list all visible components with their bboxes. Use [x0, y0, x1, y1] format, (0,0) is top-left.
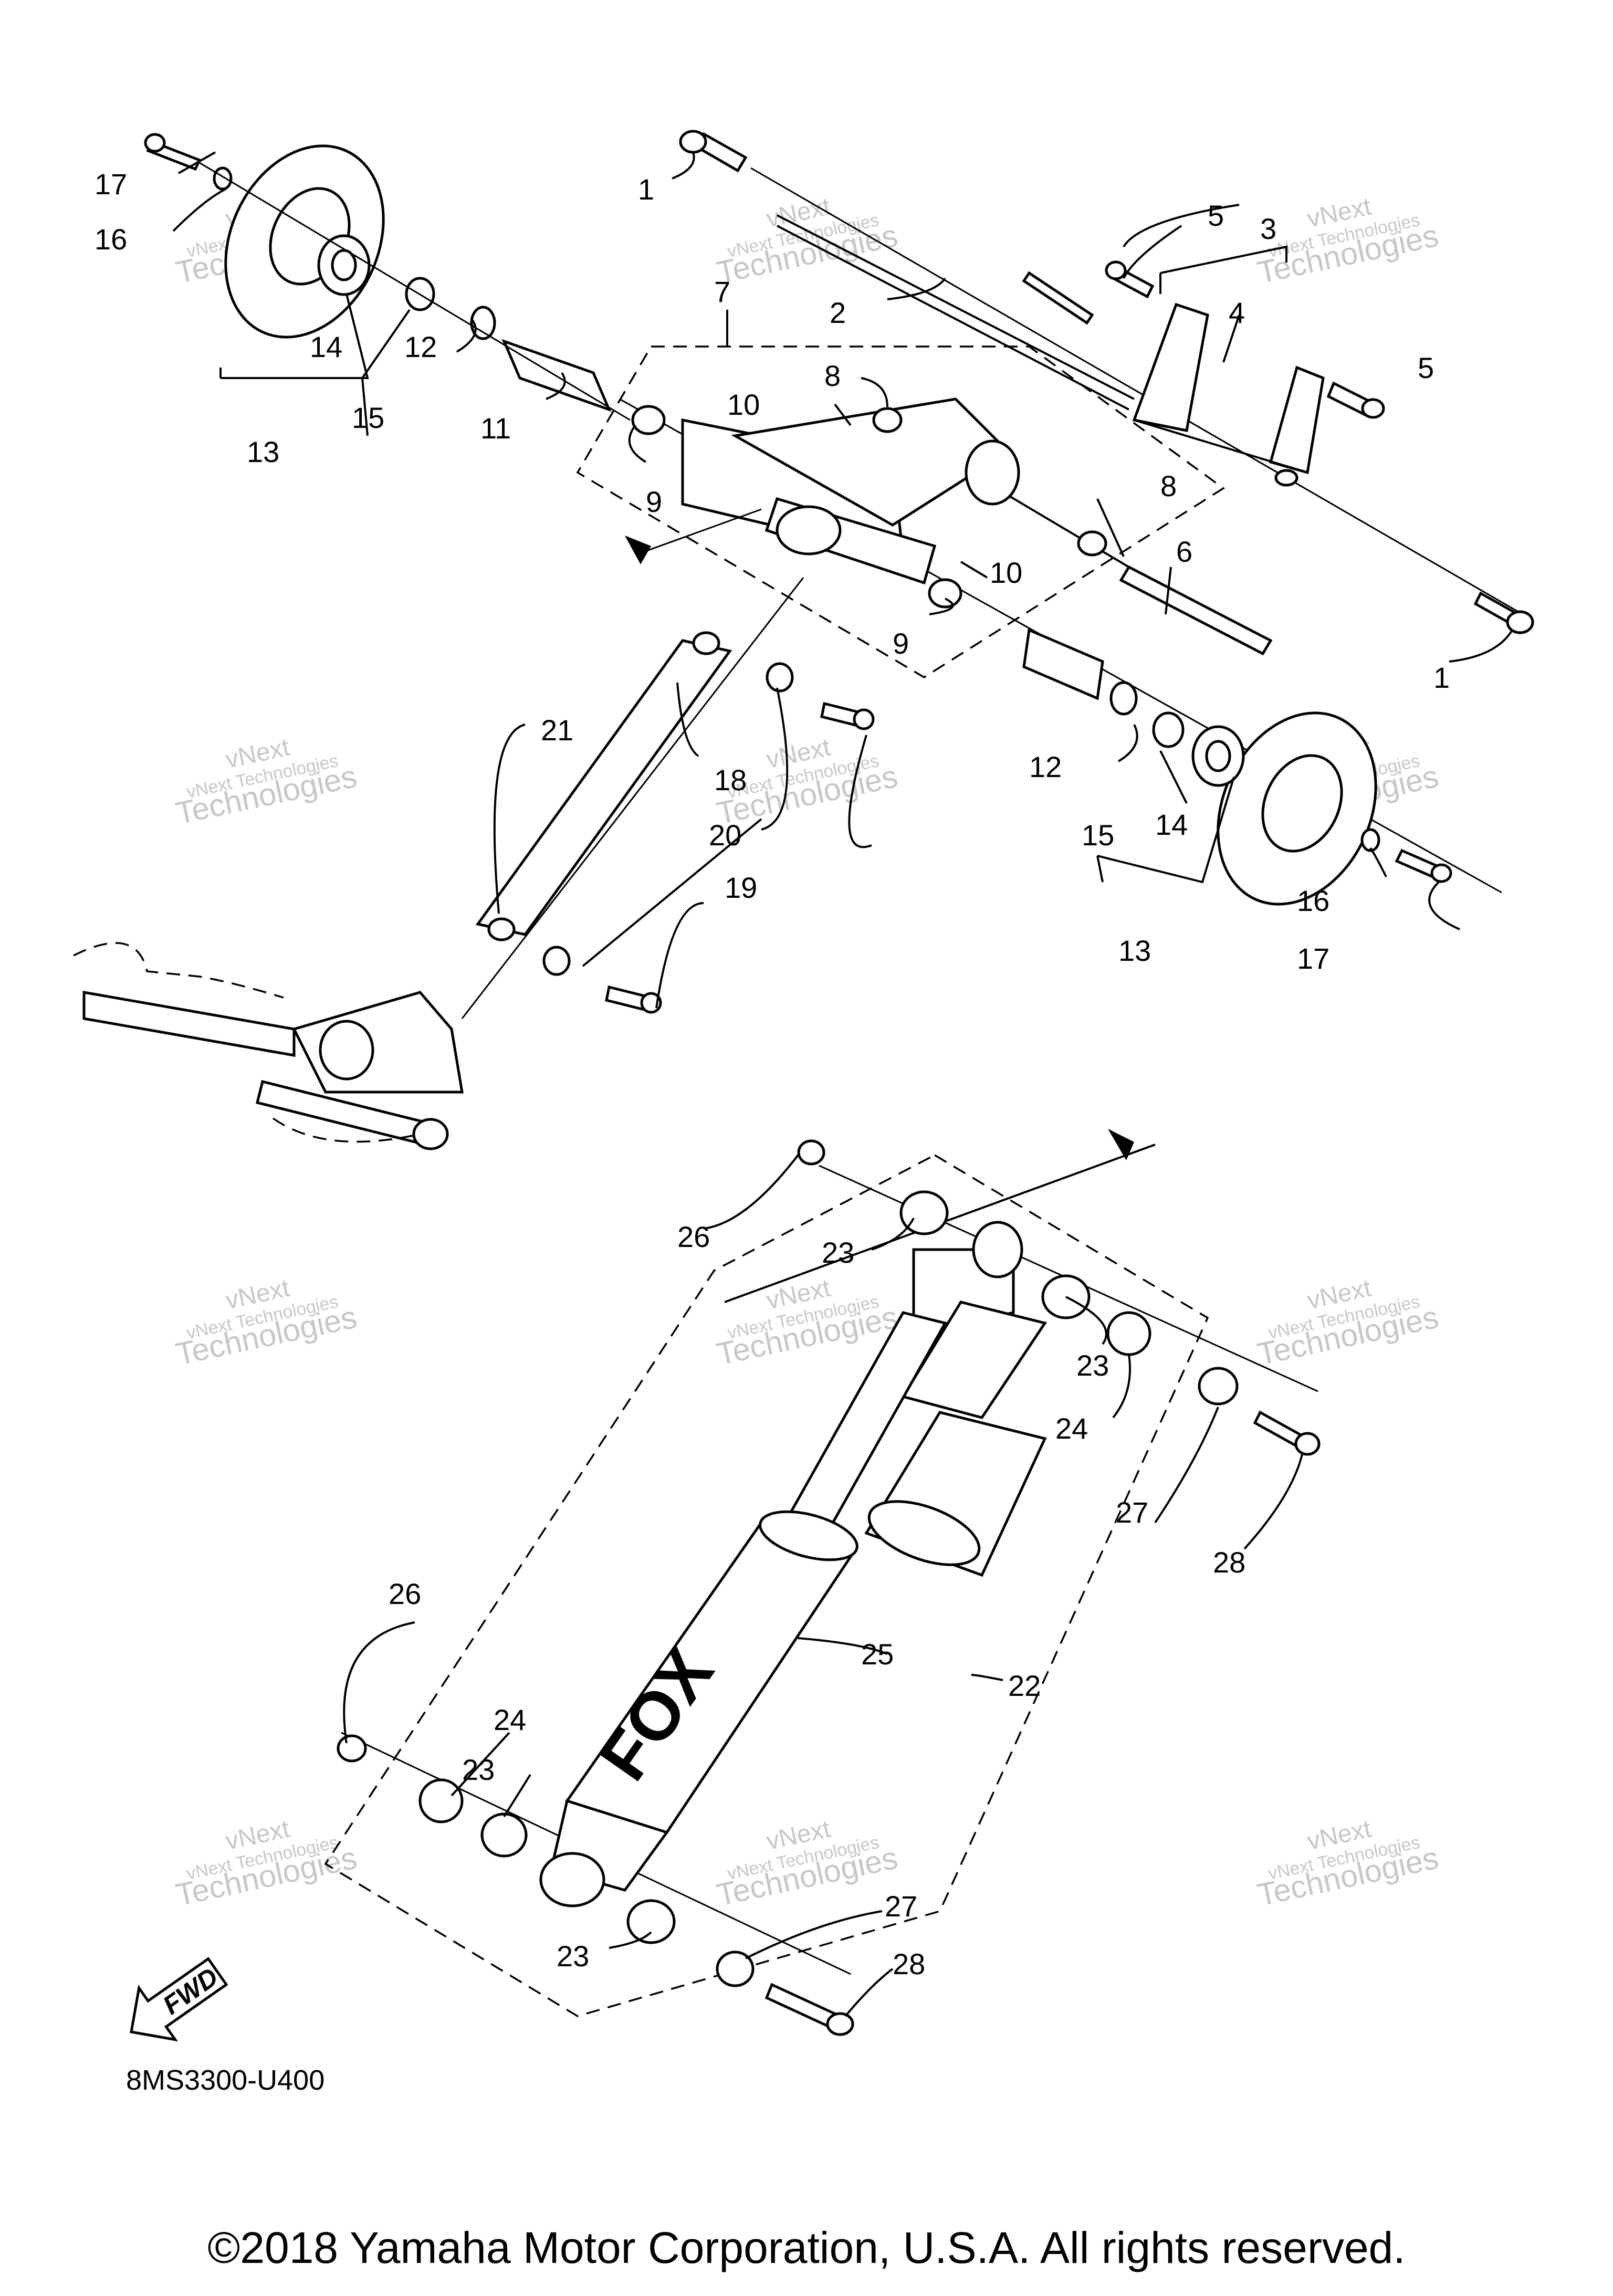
callout-26-top: 26	[677, 1220, 710, 1253]
callout-16-left: 16	[95, 223, 127, 256]
frame-section	[73, 942, 464, 1150]
bolt-5-left	[1105, 260, 1155, 299]
callout-10-top: 10	[727, 388, 760, 421]
callout-27-bottom: 27	[885, 1890, 917, 1923]
spacer-27-top	[1198, 1367, 1239, 1406]
arrow-marker-lower-icon	[1108, 1129, 1134, 1160]
callout-17-right: 17	[1297, 942, 1329, 975]
part-code: 8MS3300-U400	[126, 2064, 324, 2096]
callout-8-right: 8	[1160, 469, 1177, 502]
collar-8-top	[872, 407, 903, 433]
callout-12-right: 12	[1029, 750, 1062, 783]
link-rod-18	[475, 631, 875, 1014]
callout-8-top: 8	[824, 359, 841, 392]
callout-6: 6	[1176, 535, 1192, 568]
callout-13-left: 13	[247, 435, 279, 468]
bolt-28-top	[1253, 1410, 1321, 1456]
shaft-2	[777, 214, 1135, 411]
callout-5-right: 5	[1418, 351, 1434, 384]
callout-17-left: 17	[95, 167, 127, 201]
collar-8-right	[1077, 530, 1107, 557]
callout-9-left: 9	[646, 485, 662, 518]
swing-arm	[681, 397, 1020, 585]
copyright-notice: ©2018 Yamaha Motor Corporation, U.S.A. A…	[207, 2223, 1405, 2272]
fwd-arrow-icon: FWD	[130, 1957, 228, 2042]
callout-13-right: 13	[1118, 934, 1151, 967]
callout-9-bottom: 9	[893, 627, 909, 660]
callout-23-mid: 23	[1076, 1349, 1109, 1382]
callout-23-bottom: 23	[557, 1939, 589, 1973]
bracket-3	[1132, 302, 1325, 487]
callout-11: 11	[480, 412, 511, 445]
callout-4: 4	[1229, 296, 1245, 329]
callout-12-left: 12	[404, 330, 437, 363]
callout-24-top: 24	[1055, 1412, 1088, 1445]
callout-27-top: 27	[1116, 1496, 1148, 1529]
callout-1-top: 1	[638, 173, 654, 206]
callout-19: 19	[725, 871, 757, 904]
callout-3: 3	[1260, 212, 1276, 245]
wheel-assembly-right	[1022, 628, 1452, 906]
collar-23-bottom	[626, 1899, 676, 1944]
callout-22: 22	[1008, 1669, 1041, 1702]
spacer-27-bottom	[716, 1951, 755, 1987]
callout-23-left: 23	[462, 1753, 495, 1786]
callout-20: 20	[709, 819, 741, 852]
callout-7: 7	[714, 275, 730, 308]
callout-16-right: 16	[1297, 884, 1329, 917]
bolt-1-top	[679, 130, 748, 173]
callout-10-bottom: 10	[990, 556, 1022, 589]
collar-9-bottom	[928, 578, 962, 609]
bolt-5-right	[1326, 381, 1385, 419]
callout-2: 2	[830, 296, 846, 329]
callout-28-bottom: 28	[893, 1947, 925, 1980]
callout-28-top: 28	[1213, 1546, 1245, 1579]
shock-assembly-boundary	[324, 1154, 1209, 2017]
bolt-28-bottom	[764, 1983, 854, 2036]
callout-23-top: 23	[822, 1236, 854, 1269]
bushing-24-top	[1106, 1311, 1151, 1356]
collar-9-left	[631, 405, 666, 435]
wheel-assembly-left	[144, 133, 612, 412]
bolt-1-bottom	[1473, 591, 1534, 634]
hardware-26-top	[797, 1139, 825, 1166]
callout-5-left: 5	[1208, 199, 1224, 232]
callout-21: 21	[541, 714, 573, 747]
hardware-26-bottom	[337, 1734, 367, 1763]
callout-labels: 1 1 2 3 4 5 5 6 7 8 8 9 9 10 10 11 12 12…	[95, 167, 1450, 1980]
callout-15-right: 15	[1082, 819, 1114, 852]
callout-18: 18	[714, 763, 747, 796]
arm-assembly-boundary	[576, 345, 1226, 679]
callout-24-bottom: 24	[494, 1703, 526, 1736]
callout-26-bottom: 26	[389, 1577, 421, 1610]
callout-1-bottom: 1	[1433, 661, 1450, 694]
callout-leaders	[172, 151, 1513, 2017]
collar-23-top	[899, 1190, 949, 1235]
arrow-marker-icon	[625, 536, 651, 564]
callout-15-left: 15	[352, 401, 384, 434]
callout-14-left: 14	[310, 330, 342, 363]
collar-23-bottom-left	[480, 1812, 528, 1858]
callout-25: 25	[861, 1638, 894, 1671]
shock-absorber-22: FOX	[539, 1221, 1048, 1907]
bushing-24-bottom	[418, 1778, 464, 1823]
callout-14-right: 14	[1155, 808, 1188, 841]
